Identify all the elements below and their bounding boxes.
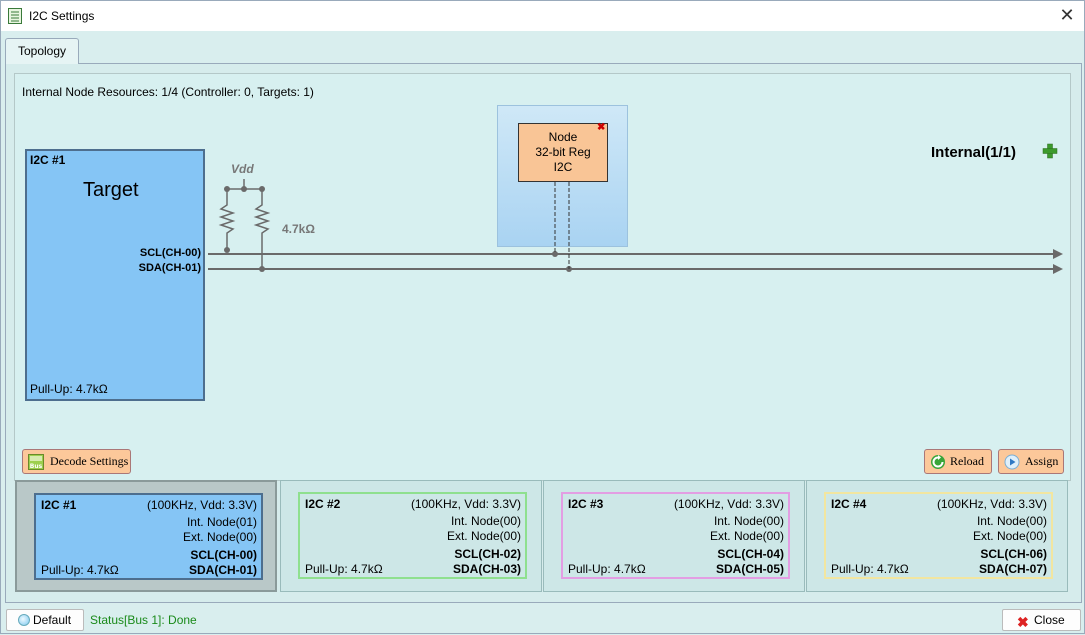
assign-label: Assign bbox=[1025, 454, 1059, 468]
close-button[interactable]: ✖ Close bbox=[1002, 609, 1081, 631]
bus-title: I2C #1 bbox=[41, 498, 77, 512]
bus-scl: SCL(CH-04) bbox=[717, 547, 784, 561]
default-label: Default bbox=[33, 613, 72, 627]
target-role: Target bbox=[83, 179, 139, 201]
decode-settings-button[interactable]: Bus Decode Settings bbox=[22, 449, 131, 474]
bus-pullup: Pull-Up: 4.7kΩ bbox=[305, 562, 383, 576]
bus-pullup: Pull-Up: 4.7kΩ bbox=[831, 562, 909, 576]
bus-sda: SDA(CH-01) bbox=[188, 563, 257, 577]
bus-ext-node: Ext. Node(00) bbox=[972, 529, 1047, 543]
bus-card: I2C #4 (100KHz, Vdd: 3.3V) Int. Node(00)… bbox=[824, 492, 1053, 579]
title-bar: I2C Settings ✕ bbox=[1, 1, 1084, 31]
bus-scl: SCL(CH-00) bbox=[190, 548, 257, 562]
bus-pullup: Pull-Up: 4.7kΩ bbox=[41, 563, 119, 577]
internal-node-block[interactable]: Node 32-bit Reg I2C bbox=[518, 123, 608, 182]
bus-spec: (100KHz, Vdd: 3.3V) bbox=[673, 497, 784, 511]
bus-scl: SCL(CH-02) bbox=[454, 547, 521, 561]
node-type: 32-bit Reg bbox=[535, 145, 591, 159]
status-text: Status[Bus 1]: Done bbox=[90, 613, 197, 627]
bus-sda: SDA(CH-07) bbox=[978, 562, 1047, 576]
bus-card: I2C #1 (100KHz, Vdd: 3.3V) Int. Node(01)… bbox=[34, 493, 263, 580]
bus-title: I2C #2 bbox=[305, 497, 341, 511]
bus-cell-4[interactable]: I2C #4 (100KHz, Vdd: 3.3V) Int. Node(00)… bbox=[806, 480, 1068, 592]
reload-icon bbox=[931, 455, 945, 469]
node-title: Node bbox=[548, 130, 578, 144]
bus-int-node: Int. Node(00) bbox=[976, 514, 1047, 528]
remove-node-icon[interactable]: ✖ bbox=[597, 122, 606, 133]
target-pullup: Pull-Up: 4.7kΩ bbox=[30, 382, 108, 396]
bus-card: I2C #2 (100KHz, Vdd: 3.3V) Int. Node(00)… bbox=[298, 492, 527, 579]
play-icon bbox=[1004, 454, 1020, 470]
bus-spec: (100KHz, Vdd: 3.3V) bbox=[936, 497, 1047, 511]
bus-card: I2C #3 (100KHz, Vdd: 3.3V) Int. Node(00)… bbox=[561, 492, 790, 579]
assign-button[interactable]: Assign bbox=[998, 449, 1064, 474]
scl-channel-label: SCL(CH-00) bbox=[139, 247, 201, 259]
document-icon bbox=[8, 8, 22, 24]
bus-ext-node: Ext. Node(00) bbox=[446, 529, 521, 543]
bus-spec: (100KHz, Vdd: 3.3V) bbox=[146, 498, 257, 512]
vdd-label: Vdd bbox=[231, 162, 254, 176]
close-icon: ✖ bbox=[1017, 614, 1029, 630]
reload-button[interactable]: Reload bbox=[924, 449, 992, 474]
bus-int-node: Int. Node(00) bbox=[713, 514, 784, 528]
default-button[interactable]: Default bbox=[6, 609, 84, 631]
node-protocol: I2C bbox=[553, 160, 573, 174]
bus-int-node: Int. Node(00) bbox=[450, 514, 521, 528]
bus-pullup: Pull-Up: 4.7kΩ bbox=[568, 562, 646, 576]
bus-cell-2[interactable]: I2C #2 (100KHz, Vdd: 3.3V) Int. Node(00)… bbox=[280, 480, 542, 592]
target-bus-id: I2C #1 bbox=[30, 153, 66, 167]
decode-settings-label: Decode Settings bbox=[50, 454, 129, 468]
bus-ext-node: Ext. Node(00) bbox=[182, 530, 257, 544]
close-window-icon[interactable]: ✕ bbox=[1059, 5, 1075, 25]
window-title: I2C Settings bbox=[29, 9, 95, 23]
bus-cell-1[interactable]: I2C #1 (100KHz, Vdd: 3.3V) Int. Node(01)… bbox=[15, 480, 277, 592]
bus-sda: SDA(CH-05) bbox=[715, 562, 784, 576]
resources-summary: Internal Node Resources: 1/4 (Controller… bbox=[22, 85, 314, 99]
reload-label: Reload bbox=[950, 454, 984, 468]
bus-ext-node: Ext. Node(00) bbox=[709, 529, 784, 543]
bus-decode-icon: Bus bbox=[28, 454, 44, 470]
bus-int-node: Int. Node(01) bbox=[186, 515, 257, 529]
target-device-box[interactable] bbox=[25, 149, 205, 401]
default-radio-icon bbox=[18, 614, 30, 626]
close-label: Close bbox=[1034, 613, 1065, 627]
internal-nodes-label: Internal(1/1) bbox=[931, 144, 1017, 161]
add-node-plus-icon[interactable] bbox=[1042, 143, 1058, 159]
bus-sda: SDA(CH-03) bbox=[452, 562, 521, 576]
tab-topology[interactable]: Topology bbox=[5, 38, 79, 64]
bus-title: I2C #3 bbox=[568, 497, 604, 511]
resistor-value-label: 4.7kΩ bbox=[282, 222, 315, 236]
svg-text:Bus: Bus bbox=[30, 463, 43, 470]
bus-spec: (100KHz, Vdd: 3.3V) bbox=[410, 497, 521, 511]
bus-title: I2C #4 bbox=[831, 497, 867, 511]
bus-cell-3[interactable]: I2C #3 (100KHz, Vdd: 3.3V) Int. Node(00)… bbox=[543, 480, 805, 592]
sda-channel-label: SDA(CH-01) bbox=[138, 262, 201, 274]
bus-scl: SCL(CH-06) bbox=[980, 547, 1047, 561]
status-bar bbox=[1, 605, 1084, 633]
